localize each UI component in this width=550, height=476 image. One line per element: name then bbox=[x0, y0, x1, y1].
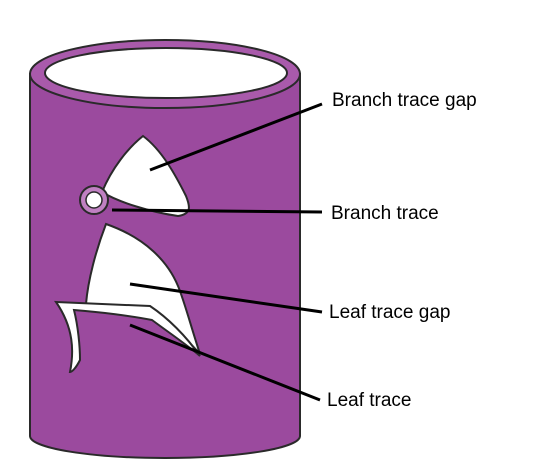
label-branch-trace-gap: Branch trace gap bbox=[332, 90, 477, 111]
stem-top-opening bbox=[44, 47, 288, 99]
label-leaf-trace: Leaf trace bbox=[327, 390, 412, 411]
leader-line-leaf-trace-gap bbox=[129, 282, 323, 314]
leader-line-branch-trace-gap bbox=[149, 102, 323, 172]
label-branch-trace: Branch trace bbox=[331, 203, 439, 224]
branch-trace-center bbox=[85, 191, 103, 209]
leader-line-leaf-trace bbox=[129, 323, 321, 402]
label-leaf-trace-gap: Leaf trace gap bbox=[329, 302, 451, 323]
leaf-trace-shape bbox=[54, 300, 201, 374]
leader-line-branch-trace bbox=[111, 208, 323, 214]
branch-trace-gap-shape bbox=[100, 134, 190, 218]
